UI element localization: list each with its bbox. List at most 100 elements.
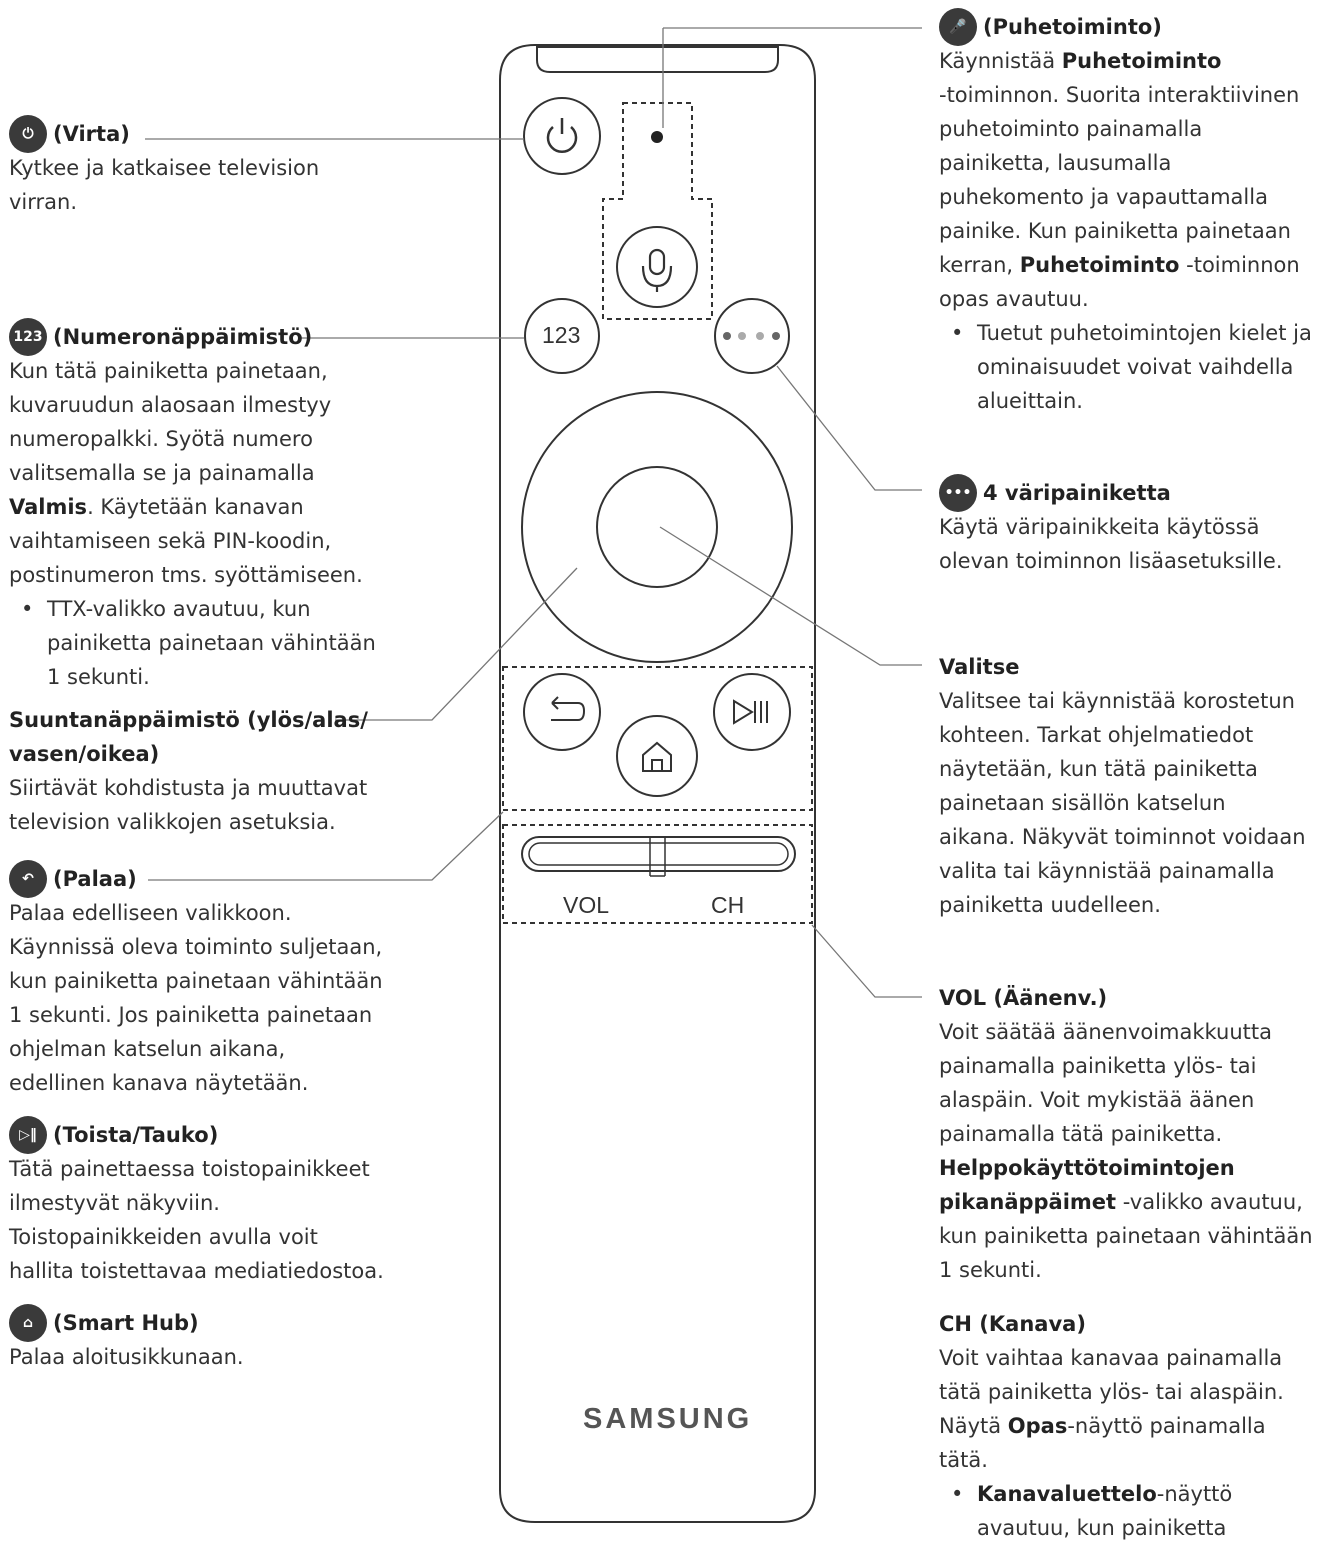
vol-label: VOL [563,892,610,918]
ch-bullet-bold: Kanavaluettelo [977,1482,1157,1506]
remote-body [499,44,816,1523]
numpad-desc-2: kuvaruudun alaosaan ilmestyy [9,393,332,417]
voice-bullet-1: Tuetut puhetoimintojen kielet ja [939,316,1317,350]
controls-dashed-region [502,666,813,811]
back-icon-remote [551,696,586,721]
numpad-desc-1: Kun tätä painiketta painetaan, [9,359,328,383]
direction-desc-2: television valikkojen asetuksia. [9,810,336,834]
ch-label: CH [711,892,745,918]
numpad-bullet-3: 1 sekunti. [47,665,150,689]
direction-section: Suuntanäppäimistö (ylös/alas/ vasen/oike… [9,703,429,839]
voice-desc-4: painiketta, lausumalla [939,151,1172,175]
power-button-shape [523,97,601,175]
numpad-bold: Valmis [9,495,88,519]
power-icon-remote [546,118,578,153]
colors-title: 4 väripainiketta [983,481,1171,505]
numpad-button-shape [524,298,600,374]
select-desc-2: kohteen. Tarkat ohjelmatiedot [939,723,1254,747]
back-desc-6: edellinen kanava näytetään. [9,1071,309,1095]
mic-icon: 🎤 [939,8,977,46]
voice-bullet-3: alueittain. [977,389,1083,413]
select-title: Valitse [939,655,1020,679]
color-button-shape [714,298,790,374]
voice-title: (Puhetoiminto) [983,15,1162,39]
volch-dashed-region [502,824,813,924]
color-buttons-icon: ••• [939,474,977,512]
power-desc-1: Kytkee ja katkaisee television [9,156,320,180]
play-pause-icon: ▷‖ [9,1116,47,1154]
voice-section: 🎤(Puhetoiminto) Käynnistää Puhetoiminto … [939,8,1317,418]
voice-desc-8: opas avautuu. [939,287,1089,311]
vol-bold-1: Helppokäyttötoimintojen [939,1156,1235,1180]
voice-desc-1b: Puhetoiminto [1061,49,1222,73]
voice-desc-7a: kerran, [939,253,1020,277]
voice-desc-7b: Puhetoiminto [1019,253,1180,277]
home-icon: ⌂ [9,1304,47,1342]
select-desc-4: painetaan sisällön katselun [939,791,1226,815]
numpad-desc-4: valitsemalla se ja painamalla [9,461,315,485]
power-section: ⏻(Virta) Kytkee ja katkaisee television … [9,115,429,219]
play-section: ▷‖(Toista/Tauko) Tätä painettaessa toist… [9,1116,429,1288]
voice-desc-1a: Käynnistää [939,49,1062,73]
back-desc-4: 1 sekunti. Jos painiketta painetaan [9,1003,373,1027]
home-icon-remote [642,741,672,772]
numpad-desc-5: . Käytetään kanavan [87,495,304,519]
play-icon-remote [733,699,768,725]
numpad-icon: 123 [9,318,47,356]
select-desc-3: näytetään, kun tätä painiketta [939,757,1258,781]
vol-desc-6: kun painiketta painetaan vähintään [939,1224,1313,1248]
voice-bullet-2: ominaisuudet voivat vaihdella [977,355,1294,379]
numpad-title: (Numeronäppäimistö) [53,325,313,349]
mic-hole [651,131,663,143]
ch-desc-3a: Näytä [939,1414,1008,1438]
select-button-shape [596,466,718,588]
colors-section: •••4 väripainiketta Käytä väripainikkeit… [939,474,1317,578]
voice-desc-6: painike. Kun painiketta painetaan [939,219,1291,243]
vol-desc-4: painamalla tätä painiketta. [939,1122,1223,1146]
play-desc-4: hallita toistettavaa mediatiedostoa. [9,1259,384,1283]
voice-desc-5: puhekomento ja vapauttamalla [939,185,1268,209]
home-button-shape [616,715,698,797]
back-desc-3: kun painiketta painetaan vähintään [9,969,383,993]
smarthub-title: (Smart Hub) [53,1311,199,1335]
select-desc-6: valita tai käynnistää painamalla [939,859,1275,883]
numpad-desc-7: postinumeron tms. syöttämiseen. [9,563,363,587]
colors-desc-1: Käytä väripainikkeita käytössä [939,515,1260,539]
mic-dashed-region [602,102,713,320]
voice-desc-2: -toiminnon. Suorita interaktiivinen [939,83,1300,107]
leader-lines [145,27,922,998]
power-title: (Virta) [53,122,130,146]
power-icon: ⏻ [9,115,47,153]
play-button-shape [713,673,791,751]
remote-top-window [536,46,779,73]
direction-title-2: vasen/oikea) [9,742,160,766]
direction-desc-1: Siirtävät kohdistusta ja muuttavat [9,776,368,800]
numpad-desc-3: numeropalkki. Syötä numero [9,427,313,451]
power-desc-2: virran. [9,190,78,214]
ch-section: CH (Kanava) Voit vaihtaa kanavaa painama… [939,1307,1317,1545]
direction-pad [521,391,793,663]
color-dots [723,332,780,340]
smarthub-desc-1: Palaa aloitusikkunaan. [9,1345,244,1369]
ch-title: CH (Kanava) [939,1312,1086,1336]
ch-desc-3b: Opas [1007,1414,1068,1438]
voice-button-shape [616,226,698,308]
voice-desc-7c: -toiminnon [1179,253,1300,277]
vol-desc-7: 1 sekunti. [939,1258,1042,1282]
ch-desc-3c: -näyttö painamalla [1067,1414,1266,1438]
play-title: (Toista/Tauko) [53,1123,219,1147]
play-desc-2: ilmestyvät näkyviin. [9,1191,220,1215]
vol-rocker-shape [521,836,796,872]
back-button-shape [523,673,601,751]
vol-title: VOL (Äänenv.) [939,986,1108,1010]
vol-section: VOL (Äänenv.) Voit säätää äänenvoimakkuu… [939,981,1317,1287]
mic-icon-remote [648,248,666,276]
back-desc-5: ohjelman katselun aikana, [9,1037,286,1061]
ch-desc-4: tätä. [939,1448,988,1472]
ch-bullet-rest: -näyttö [1156,1482,1233,1506]
numpad-bullet-1: TTX-valikko avautuu, kun [9,592,429,626]
back-icon: ↶ [9,860,47,898]
vol-desc-2: painamalla painiketta ylös- tai [939,1054,1257,1078]
select-desc-1: Valitsee tai käynnistää korostetun [939,689,1295,713]
